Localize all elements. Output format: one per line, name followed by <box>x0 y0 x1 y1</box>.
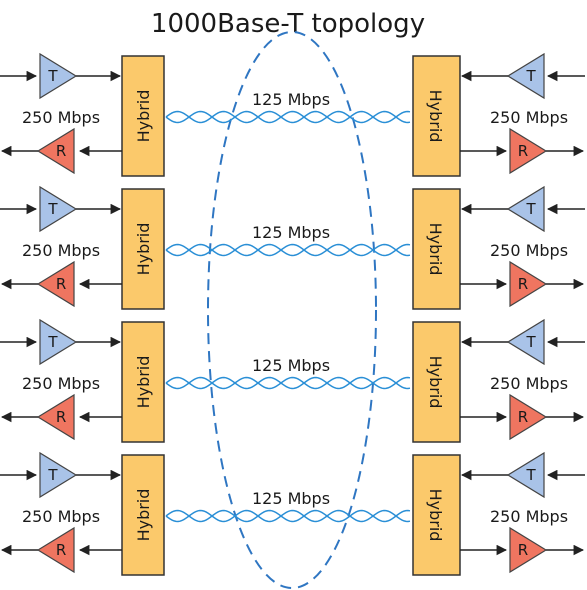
left-receiver-label: R <box>56 275 66 293</box>
left-receiver-label: R <box>56 142 66 160</box>
twisted-pair-wire <box>165 243 411 257</box>
right-receiver-shape <box>509 393 548 441</box>
left-transmitter-label: T <box>47 466 58 484</box>
right-transmitter-label: T <box>525 466 536 484</box>
hybrid-right-label: Hybrid <box>426 356 445 409</box>
diagram-title: 1000Base-T topology <box>151 9 425 39</box>
twisted-pair-wire <box>165 243 411 257</box>
hybrid-right <box>412 55 461 177</box>
right-transmitter-label: T <box>525 333 536 351</box>
right-receiver-shape <box>509 260 548 308</box>
right-receiver-label: R <box>518 142 528 160</box>
left-transmitter-shape <box>39 185 78 233</box>
hybrid-left <box>121 55 165 177</box>
right-receiver-shape <box>509 526 548 574</box>
left-transmitter-shape <box>39 318 78 366</box>
left-receiver-shape <box>36 127 75 175</box>
left-receiver-shape <box>36 260 75 308</box>
hybrid-right <box>412 321 461 443</box>
right-transmitter-shape <box>506 318 545 366</box>
left-transmitter-label: T <box>47 333 58 351</box>
hybrid-right-label: Hybrid <box>426 90 445 143</box>
right-receiver-label: R <box>518 275 528 293</box>
channel-2: Hybrid Hybrid T R 250 Mbps T R 250 Mbps 125 Mbps <box>0 185 585 310</box>
right-transmitter-shape <box>506 52 545 100</box>
twisted-pair-wire <box>165 376 411 390</box>
left-transmitter-shape <box>39 451 78 499</box>
left-transmitter-shape <box>39 52 78 100</box>
hybrid-left-label: Hybrid <box>134 356 153 409</box>
hybrid-left <box>121 454 165 576</box>
channel-1: Hybrid Hybrid T R 250 Mbps T R 250 Mbps 125 Mbps <box>0 52 585 177</box>
right-rate-label: 250 Mbps <box>490 241 568 260</box>
hybrid-right <box>412 454 461 576</box>
hybrid-right-label: Hybrid <box>426 489 445 542</box>
pair-rate-label: 125 Mbps <box>252 223 330 242</box>
left-rate-label: 250 Mbps <box>22 108 100 127</box>
hybrid-right-label: Hybrid <box>426 223 445 276</box>
hybrid-left-label: Hybrid <box>134 223 153 276</box>
right-transmitter-label: T <box>525 200 536 218</box>
hybrid-left-label: Hybrid <box>134 489 153 542</box>
left-rate-label: 250 Mbps <box>22 507 100 526</box>
hybrid-left-label: Hybrid <box>134 90 153 143</box>
pair-rate-label: 125 Mbps <box>252 90 330 109</box>
cable-bundle-ellipse <box>207 31 377 589</box>
left-rate-label: 250 Mbps <box>22 241 100 260</box>
right-transmitter-shape <box>506 451 545 499</box>
left-receiver-label: R <box>56 408 66 426</box>
twisted-pair-wire <box>165 376 411 390</box>
twisted-pair-wire <box>165 509 411 523</box>
left-receiver-label: R <box>56 541 66 559</box>
right-transmitter-shape <box>506 185 545 233</box>
right-transmitter-label: T <box>525 67 536 85</box>
hybrid-left <box>121 321 165 443</box>
channel-3: Hybrid Hybrid T R 250 Mbps T R 250 Mbps 125 Mbps <box>0 318 585 443</box>
hybrid-left <box>121 188 165 310</box>
twisted-pair-wire <box>165 110 411 124</box>
hybrid-right <box>412 188 461 310</box>
right-rate-label: 250 Mbps <box>490 374 568 393</box>
left-transmitter-label: T <box>47 67 58 85</box>
left-transmitter-label: T <box>47 200 58 218</box>
left-receiver-shape <box>36 526 75 574</box>
right-receiver-label: R <box>518 408 528 426</box>
twisted-pair-wire <box>165 110 411 124</box>
twisted-pair-wire <box>165 509 411 523</box>
left-rate-label: 250 Mbps <box>22 374 100 393</box>
right-rate-label: 250 Mbps <box>490 507 568 526</box>
pair-rate-label: 125 Mbps <box>252 356 330 375</box>
pair-rate-label: 125 Mbps <box>252 489 330 508</box>
right-receiver-label: R <box>518 541 528 559</box>
right-receiver-shape <box>509 127 548 175</box>
channel-4: Hybrid Hybrid T R 250 Mbps T R 250 Mbps 125 Mbps <box>0 451 585 576</box>
left-receiver-shape <box>36 393 75 441</box>
right-rate-label: 250 Mbps <box>490 108 568 127</box>
